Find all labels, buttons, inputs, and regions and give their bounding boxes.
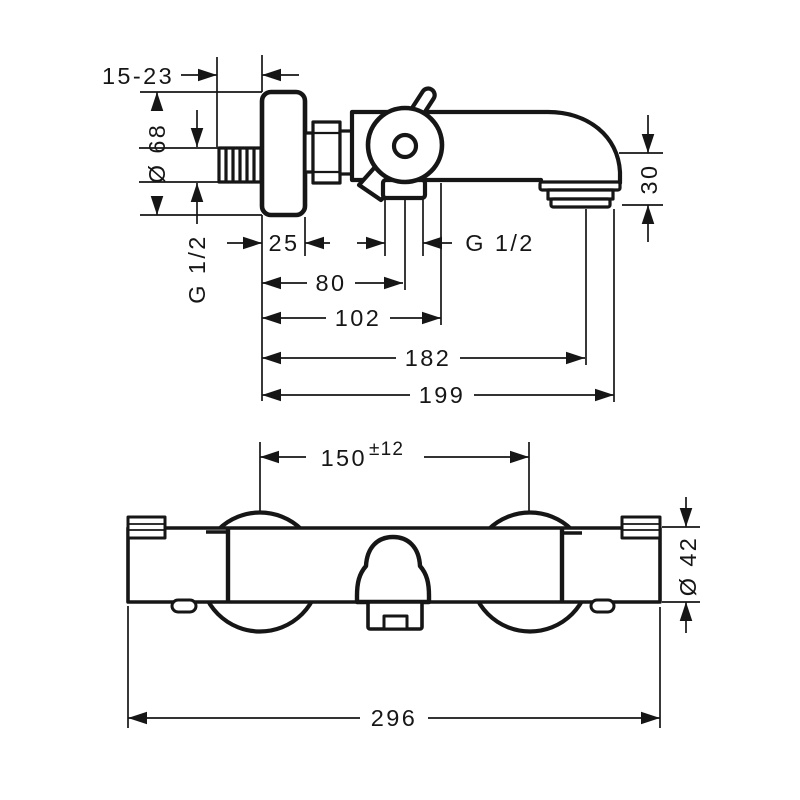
escutcheon bbox=[259, 89, 308, 218]
aerator bbox=[538, 180, 622, 209]
dim-connection-centers: 150 bbox=[321, 445, 367, 471]
dim-wall-to-body-end: 102 bbox=[335, 305, 381, 331]
inlet-thread-pipe bbox=[217, 146, 263, 184]
side-view-extension-lines bbox=[139, 55, 663, 402]
dim-wall-to-aerator: 182 bbox=[405, 345, 451, 371]
front-view-labels: 150 ±12 Ø 42 296 bbox=[321, 439, 701, 731]
handle-hub bbox=[391, 132, 419, 160]
side-view-dimensions bbox=[150, 68, 655, 402]
front-view-dimensions bbox=[128, 450, 693, 725]
front-view: 150 ±12 Ø 42 296 bbox=[126, 439, 701, 731]
left-drain-bump bbox=[170, 598, 198, 614]
dim-wall-offset: 15-23 bbox=[102, 63, 174, 89]
dim-spout-end-height: 30 bbox=[636, 164, 662, 195]
left-end-cap bbox=[126, 515, 167, 540]
spout-mount-notch bbox=[382, 614, 409, 631]
dim-escutcheon-depth: 25 bbox=[269, 230, 300, 256]
spout-mount-dome bbox=[354, 534, 432, 605]
dim-wall-to-spout-tip: 199 bbox=[419, 382, 465, 408]
right-drain-bump bbox=[589, 598, 616, 614]
dim-inlet-thread: G 1/2 bbox=[184, 234, 210, 303]
side-view-parts bbox=[217, 86, 623, 218]
side-view: 15-23 Ø 68 G 1/2 25 G 1/2 80 102 182 199… bbox=[102, 55, 663, 408]
side-view-labels: 15-23 Ø 68 G 1/2 25 G 1/2 80 102 182 199… bbox=[102, 63, 662, 408]
front-view-parts bbox=[126, 510, 662, 634]
dim-escutcheon-diameter: Ø 68 bbox=[144, 123, 170, 184]
front-view-extension-lines bbox=[127, 442, 700, 728]
dim-overall-width: 296 bbox=[371, 705, 417, 731]
dim-shower-outlet-thread: G 1/2 bbox=[465, 230, 534, 256]
right-end-cap bbox=[620, 515, 662, 540]
union-nut bbox=[311, 120, 342, 185]
dim-body-diameter: Ø 42 bbox=[675, 536, 701, 597]
dim-connection-tolerance: ±12 bbox=[369, 439, 404, 460]
dim-wall-to-outlet: 80 bbox=[316, 270, 347, 296]
